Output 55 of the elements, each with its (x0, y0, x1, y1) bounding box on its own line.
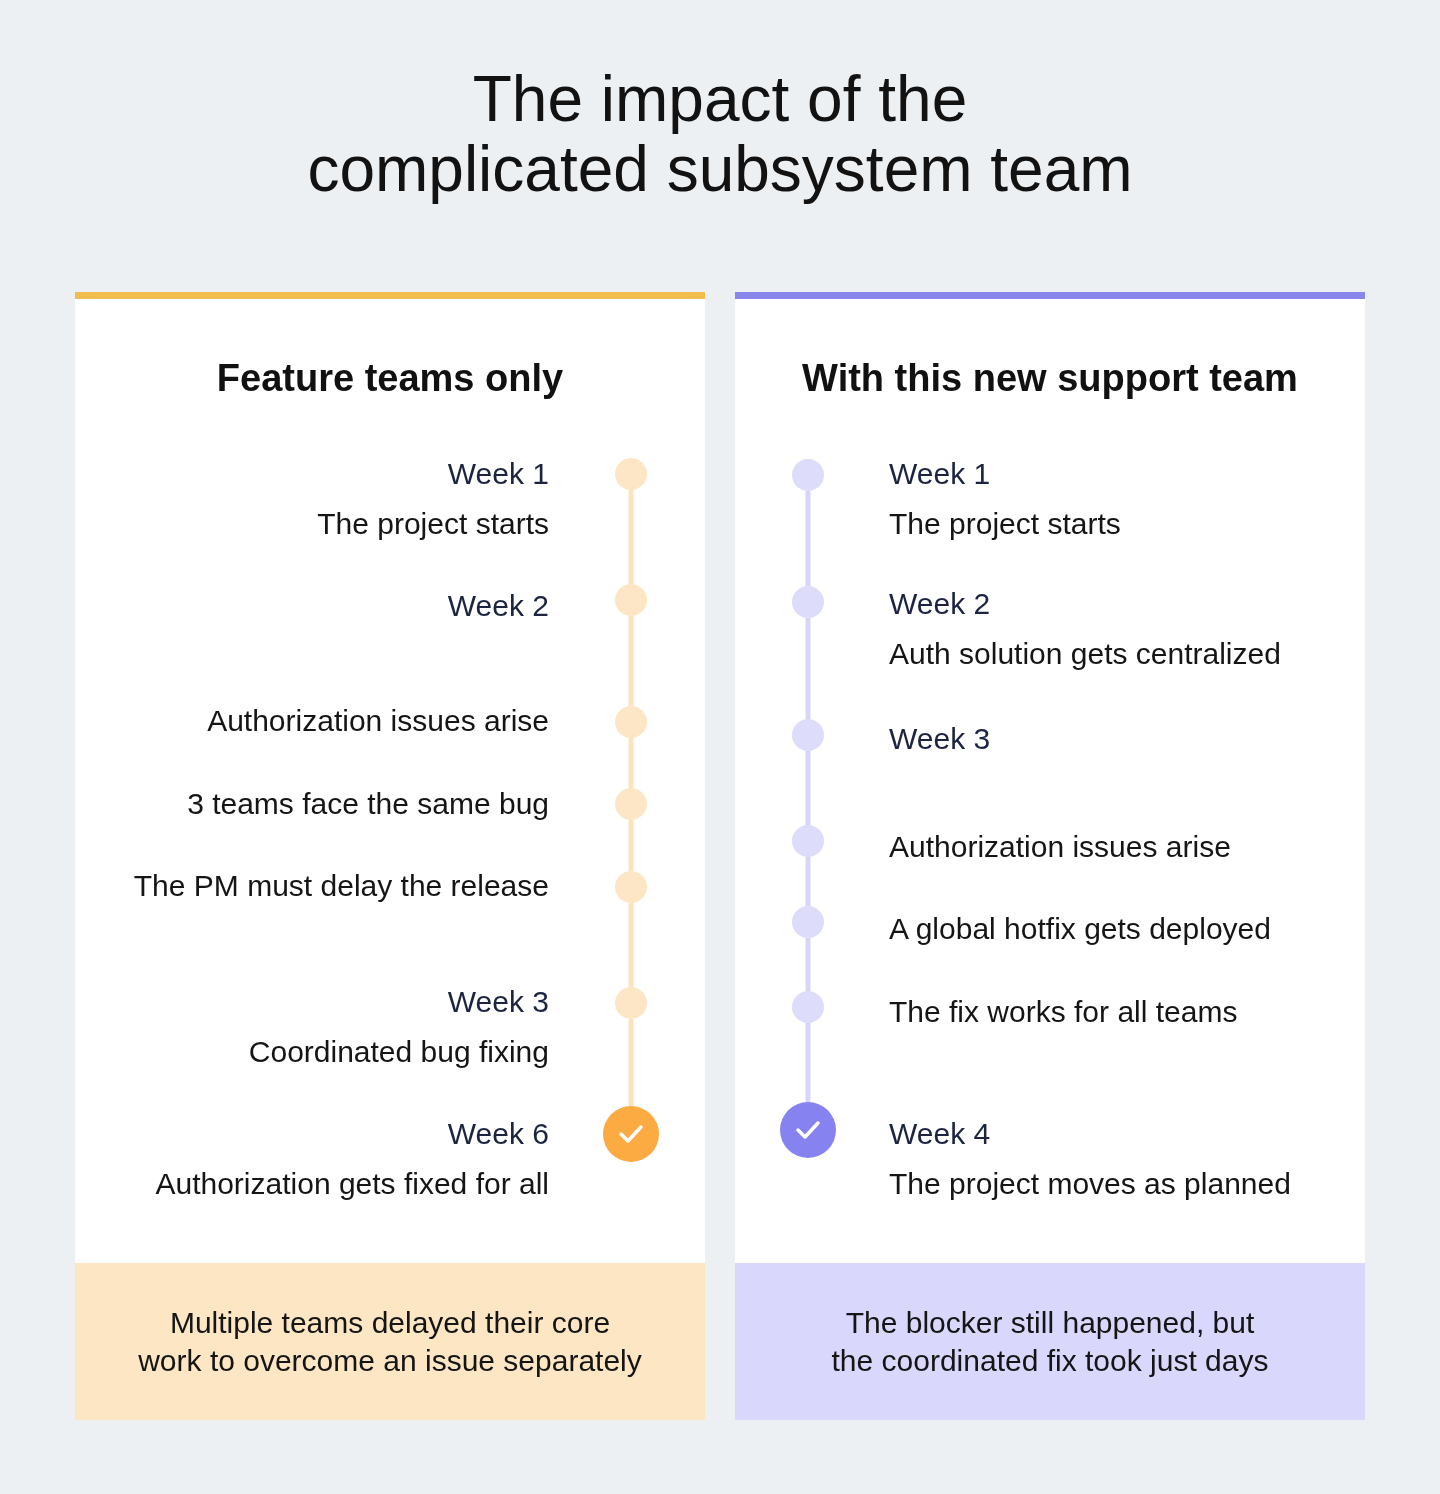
milestone-circle (780, 1102, 836, 1158)
timeline-dot (792, 719, 824, 751)
event-text: Authorization issues arise (889, 829, 1231, 865)
event-text: Authorization gets fixed for all (155, 1166, 549, 1202)
week-label: Week 4 (889, 1116, 991, 1152)
timeline-dot (792, 825, 824, 857)
timeline-connector (805, 751, 811, 825)
timeline-dot (615, 788, 647, 820)
timeline-connector (628, 616, 634, 706)
week-label: Week 2 (447, 588, 549, 624)
timeline-connector (805, 938, 811, 991)
event-text: A global hotfix gets deployed (889, 911, 1271, 947)
timeline-connector (805, 618, 811, 719)
timeline-dot (615, 584, 647, 616)
timeline-dot (615, 871, 647, 903)
timeline-dot (792, 991, 824, 1023)
event-text: The project starts (317, 506, 549, 542)
summary-text: The blocker still happened, but the coordinated fix took just days (830, 1304, 1270, 1379)
timeline-dot (792, 906, 824, 938)
week-label: Week 1 (447, 456, 549, 492)
milestone-circle (603, 1106, 659, 1162)
timeline-dot (615, 706, 647, 738)
week-label: Week 6 (447, 1116, 549, 1152)
event-text: The project starts (889, 506, 1121, 542)
timeline-connector (628, 738, 634, 788)
summary-band (75, 1263, 705, 1420)
event-text: Coordinated bug fixing (248, 1034, 549, 1070)
timeline-connector (805, 857, 811, 906)
event-text: 3 teams face the same bug (187, 786, 549, 822)
event-text: The fix works for all teams (889, 994, 1238, 1030)
comparison-panel (75, 292, 705, 1420)
page-title: The impact of the complicated subsystem team (306, 64, 1134, 204)
week-label: Week 1 (889, 456, 991, 492)
week-label: Week 2 (889, 586, 991, 622)
timeline-connector (628, 490, 634, 584)
panel-heading: With this new support team (802, 356, 1298, 401)
summary-text: Multiple teams delayed their core work to overcome an issue separately (137, 1304, 643, 1379)
comparison-panel (735, 292, 1365, 1420)
event-text: The project moves as planned (889, 1166, 1291, 1202)
event-text: Auth solution gets centralized (889, 636, 1281, 672)
timeline-dot (792, 459, 824, 491)
timeline-connector (628, 1019, 634, 1106)
timeline-connector (628, 820, 634, 871)
timeline-connector (805, 491, 811, 586)
timeline-dot (792, 586, 824, 618)
panel-heading: Feature teams only (216, 356, 564, 401)
timeline-dot (615, 458, 647, 490)
week-label: Week 3 (889, 721, 991, 757)
timeline-dot (615, 987, 647, 1019)
summary-band (735, 1263, 1365, 1420)
timeline-connector (628, 903, 634, 987)
timeline-connector (805, 1023, 811, 1102)
week-label: Week 3 (447, 984, 549, 1020)
event-text: Authorization issues arise (207, 703, 549, 739)
event-text: The PM must delay the release (133, 868, 549, 904)
